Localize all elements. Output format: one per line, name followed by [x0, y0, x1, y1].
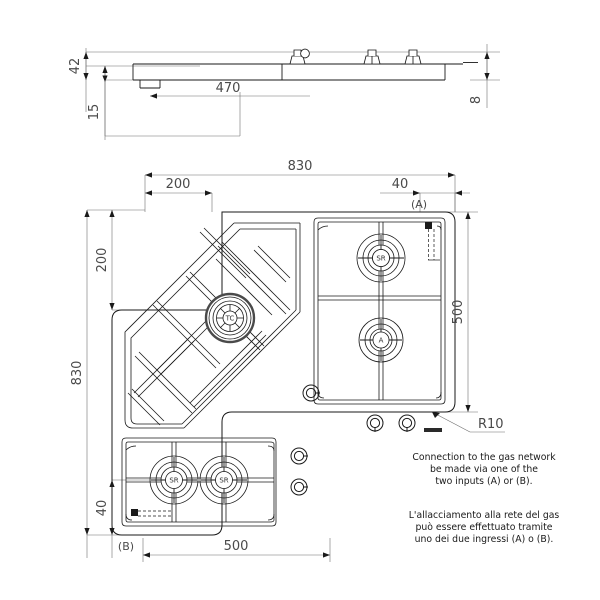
- plan-view: TC SR A: [70, 160, 560, 562]
- dim-width-500-bottom: 500: [224, 539, 249, 554]
- bottom-left-pan-support-grate: [121, 437, 277, 527]
- note-english-line-3: two inputs (A) or (B).: [435, 476, 532, 487]
- burner-right-lower-a[interactable]: A: [358, 317, 404, 363]
- gas-inlet-b-marker: [131, 509, 172, 517]
- gas-inlet-a-label: (A): [411, 198, 427, 211]
- dim-radius-r10: R10: [478, 417, 504, 432]
- note-english: Connection to the gas network be made vi…: [412, 452, 556, 487]
- note-italian: L'allacciamento alla rete del gas può es…: [409, 510, 560, 545]
- hob-outline: [111, 211, 456, 536]
- hob-plate-profile: [132, 62, 478, 89]
- burner-right-lower-a-label: A: [379, 337, 384, 345]
- burner-bottom-right-sr-label: SR: [219, 477, 228, 485]
- dim-overall-height-830: 830: [70, 361, 85, 386]
- side-view-arrows: [83, 52, 490, 99]
- dim-overall-width-830: 830: [288, 160, 313, 174]
- note-italian-line-1: L'allacciamento alla rete del gas: [409, 510, 560, 521]
- burner-center-tc-label: TC: [225, 315, 235, 323]
- dim-offset-200-top: 200: [166, 177, 191, 192]
- burner-right-upper-sr-label: SR: [376, 255, 385, 263]
- burner-bottom-right-sr[interactable]: SR: [199, 455, 249, 505]
- dim-offset-200-left: 200: [95, 248, 110, 273]
- control-knob-4[interactable]: [290, 447, 308, 465]
- dim-recess-15: 15: [87, 104, 102, 121]
- dim-offset-40-left: 40: [95, 500, 110, 517]
- dim-offset-40-top: 40: [392, 177, 409, 192]
- burner-bottom-left-sr[interactable]: SR: [149, 455, 199, 505]
- note-italian-line-2: può essere effettuato tramite: [415, 522, 552, 533]
- dim-plate-8: 8: [469, 96, 484, 104]
- note-italian-line-3: uno dei due ingressi (A) o (B).: [415, 534, 554, 545]
- note-english-line-1: Connection to the gas network: [412, 452, 556, 463]
- dim-width-470: 470: [216, 81, 241, 96]
- control-knob-5[interactable]: [290, 478, 308, 496]
- side-view-burner-profiles: [289, 48, 422, 65]
- burner-right-upper-sr[interactable]: SR: [356, 233, 406, 283]
- dim-depth-500-right: 500: [451, 300, 466, 325]
- gas-inlet-a-marker: [425, 222, 440, 261]
- burner-center-tc[interactable]: TC: [204, 292, 256, 344]
- control-knob-2[interactable]: [398, 414, 416, 432]
- brand-mark: [424, 428, 442, 432]
- diagonal-pan-support-grate: [124, 222, 301, 429]
- control-knob-3[interactable]: [302, 384, 320, 402]
- control-knob-1[interactable]: [366, 414, 384, 432]
- plan-view-arrows: [84, 172, 471, 558]
- dim-thickness-42: 42: [68, 58, 83, 75]
- side-elevation-view: 42 15 470 8: [68, 44, 500, 140]
- burner-bottom-left-sr-label: SR: [169, 477, 178, 485]
- note-english-line-2: be made via one of the: [430, 464, 538, 475]
- gas-inlet-b-label: (B): [118, 540, 134, 553]
